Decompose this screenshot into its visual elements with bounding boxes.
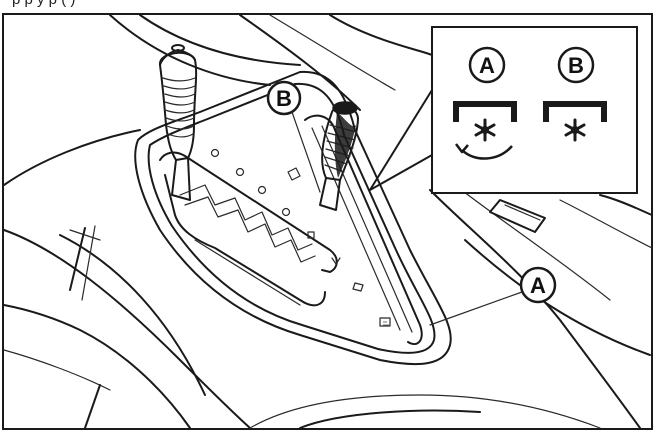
inset-panel: A B (431, 26, 638, 194)
gear-mark-8 (379, 317, 391, 327)
gear-mark-4 (281, 207, 291, 217)
gear-mark-6 (331, 257, 341, 265)
callout-b-main-label: B (276, 86, 292, 111)
callout-a-main-label: A (530, 273, 546, 298)
rotate-snowflake-icon (453, 101, 517, 160)
inset-a-label: A (479, 53, 495, 78)
inset-pointer (369, 89, 433, 191)
gear-markings (210, 148, 391, 327)
gear-mark-7 (352, 282, 364, 292)
gear-mark-9 (287, 167, 301, 181)
right-lever (319, 101, 359, 211)
caption-strip: p p y p ( ) (0, 0, 657, 10)
callout-a-main: A (429, 266, 557, 326)
left-lever-gate (159, 151, 338, 307)
console-housing (3, 14, 653, 429)
gear-mark-5 (307, 231, 315, 239)
gear-mark-2 (235, 167, 245, 177)
figure-frame (2, 13, 653, 430)
inset-b-label: B (568, 53, 584, 78)
gear-mark-3 (257, 185, 267, 195)
snowflake-icon (543, 101, 607, 142)
gear-mark-1 (210, 148, 220, 158)
caption-text: p p y p ( ) (12, 0, 75, 9)
left-lever (159, 44, 198, 201)
shift-gate-bezel (134, 70, 452, 366)
callout-b-main: B (266, 80, 321, 193)
